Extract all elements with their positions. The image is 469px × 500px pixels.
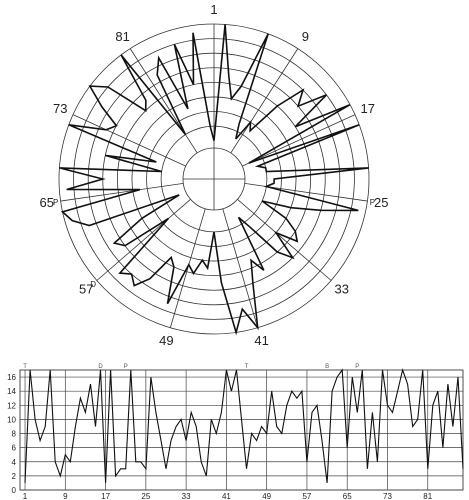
y-tick-label: 10 bbox=[7, 415, 16, 424]
x-tick-label: 57 bbox=[302, 492, 311, 500]
polar-angle-label: 1 bbox=[210, 2, 217, 17]
x-tick-label: 33 bbox=[182, 492, 191, 500]
polar-angle-label: 9 bbox=[302, 29, 309, 44]
x-tick-label: 73 bbox=[383, 492, 392, 500]
y-tick-label: 0 bbox=[12, 486, 17, 495]
polar-spoke bbox=[237, 198, 332, 281]
y-tick-label: 8 bbox=[12, 430, 17, 439]
x-tick-label: 81 bbox=[423, 492, 432, 500]
marker-label: B bbox=[325, 364, 329, 370]
x-tick-label: 65 bbox=[343, 492, 352, 500]
polar-marker-label: D bbox=[90, 280, 96, 289]
polar-angle-label: 65 bbox=[39, 195, 53, 210]
polar-spoke bbox=[96, 198, 191, 281]
polar-angle-label: 17 bbox=[360, 101, 374, 116]
polar-spoke bbox=[72, 114, 186, 167]
y-tick-label: 2 bbox=[12, 472, 17, 481]
polar-spoke bbox=[242, 114, 356, 167]
polar-spoke bbox=[169, 208, 206, 328]
y-tick-label: 12 bbox=[7, 401, 16, 410]
y-tick-label: 4 bbox=[12, 458, 17, 467]
x-tick-label: 49 bbox=[262, 492, 271, 500]
polar-spoke bbox=[129, 48, 198, 154]
marker-label: T bbox=[23, 364, 27, 370]
y-tick-label: 16 bbox=[7, 373, 16, 382]
polar-angle-label: 41 bbox=[254, 333, 268, 348]
x-tick-label: 25 bbox=[141, 492, 150, 500]
y-tick-label: 6 bbox=[12, 444, 17, 453]
x-tick-label: 1 bbox=[23, 492, 28, 500]
polar-spoke bbox=[60, 183, 184, 202]
polar-spoke bbox=[230, 48, 299, 154]
marker-label: P bbox=[355, 364, 359, 370]
x-tick-label: 41 bbox=[222, 492, 231, 500]
polar-angle-label: 49 bbox=[159, 333, 173, 348]
marker-label: D bbox=[98, 364, 103, 370]
polar-angle-label: 25 bbox=[374, 195, 388, 210]
x-tick-label: 9 bbox=[63, 492, 68, 500]
polar-spoke bbox=[222, 208, 259, 328]
polar-chart: 1 9 17 25 33 41 49 57 65 73 81P P D bbox=[39, 2, 388, 348]
polar-marker-label: P bbox=[370, 198, 375, 207]
polar-angle-label: 81 bbox=[115, 29, 129, 44]
series-line bbox=[24, 368, 464, 483]
marker-label: P bbox=[124, 364, 128, 370]
y-tick-label: 14 bbox=[7, 387, 16, 396]
polar-angle-label: 73 bbox=[53, 101, 67, 116]
plot-frame bbox=[19, 369, 464, 491]
polar-angle-label: 57 bbox=[79, 282, 93, 297]
polar-angle-label: 33 bbox=[334, 282, 348, 297]
polar-series-line bbox=[59, 24, 369, 336]
marker-label: T bbox=[245, 364, 249, 370]
x-tick-label: 17 bbox=[101, 492, 110, 500]
line-chart: 0 2 4 6 8 10 12 14 16 1 9 17 25 33 41 49 57 65 73 81 T D P T B P bbox=[7, 364, 464, 500]
polar-marker-label: P bbox=[53, 198, 58, 207]
